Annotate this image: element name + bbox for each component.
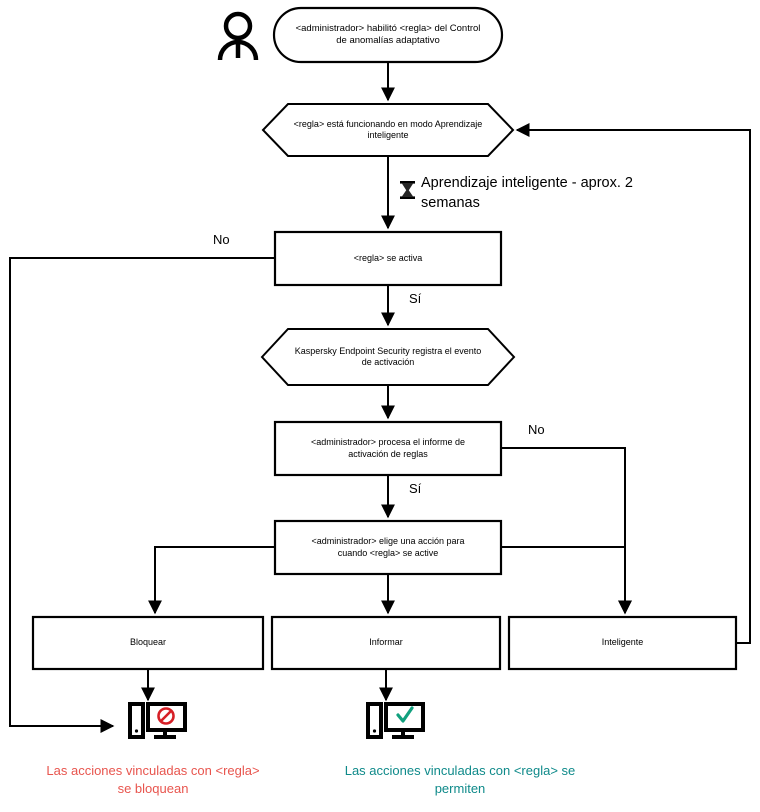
node-kes-logs-shape: [260, 328, 516, 386]
node-action-inform-shape: [270, 615, 502, 671]
node-action-block-shape: [31, 615, 265, 671]
node-action-smart-shape: [507, 615, 738, 671]
monitor-blocked-icon: [128, 702, 187, 739]
node-admin-processes-shape: [273, 420, 503, 477]
node-learning-mode-shape: [261, 103, 515, 157]
edge-label-rule-triggers-no: No: [213, 232, 230, 247]
hourglass-icon: [400, 181, 415, 199]
node-start-shape: [272, 6, 504, 64]
edge-smart-feedback-loop: [515, 123, 751, 644]
outcome-allowed-caption: Las acciones vinculadas con <regla> se p…: [305, 762, 615, 797]
person-icon: [217, 11, 259, 61]
outcome-allowed-line2: permiten: [434, 780, 486, 796]
monitor-allowed-icon: [366, 702, 425, 739]
edge-label-admin-processes-no: No: [528, 422, 545, 437]
edge-label-admin-processes-yes: Sí: [409, 481, 422, 496]
node-rule-triggers-shape: [273, 230, 503, 287]
edge-choose-to-smart: [501, 546, 632, 615]
outcome-blocked-line2: se bloquean: [117, 780, 189, 796]
learning-duration-annotation: Aprendizaje inteligente - aprox. 2 seman…: [421, 174, 721, 213]
outcome-allowed-line1: Las acciones vinculadas con <regla> se: [344, 763, 576, 778]
edge-rule-triggers-no: [9, 257, 275, 733]
node-admin-chooses-shape: [273, 519, 503, 576]
learning-duration-line1: Aprendizaje inteligente - aprox. 2: [421, 175, 633, 191]
edge-admin-processes-no: [501, 447, 632, 615]
learning-duration-line2: semanas: [421, 194, 480, 211]
outcome-blocked-caption: Las acciones vinculadas con <regla> se b…: [8, 762, 298, 797]
outcome-blocked-line1: Las acciones vinculadas con <regla>: [46, 763, 260, 778]
edge-label-rule-triggers-yes: Sí: [409, 291, 422, 306]
edge-choose-to-block: [148, 546, 275, 615]
